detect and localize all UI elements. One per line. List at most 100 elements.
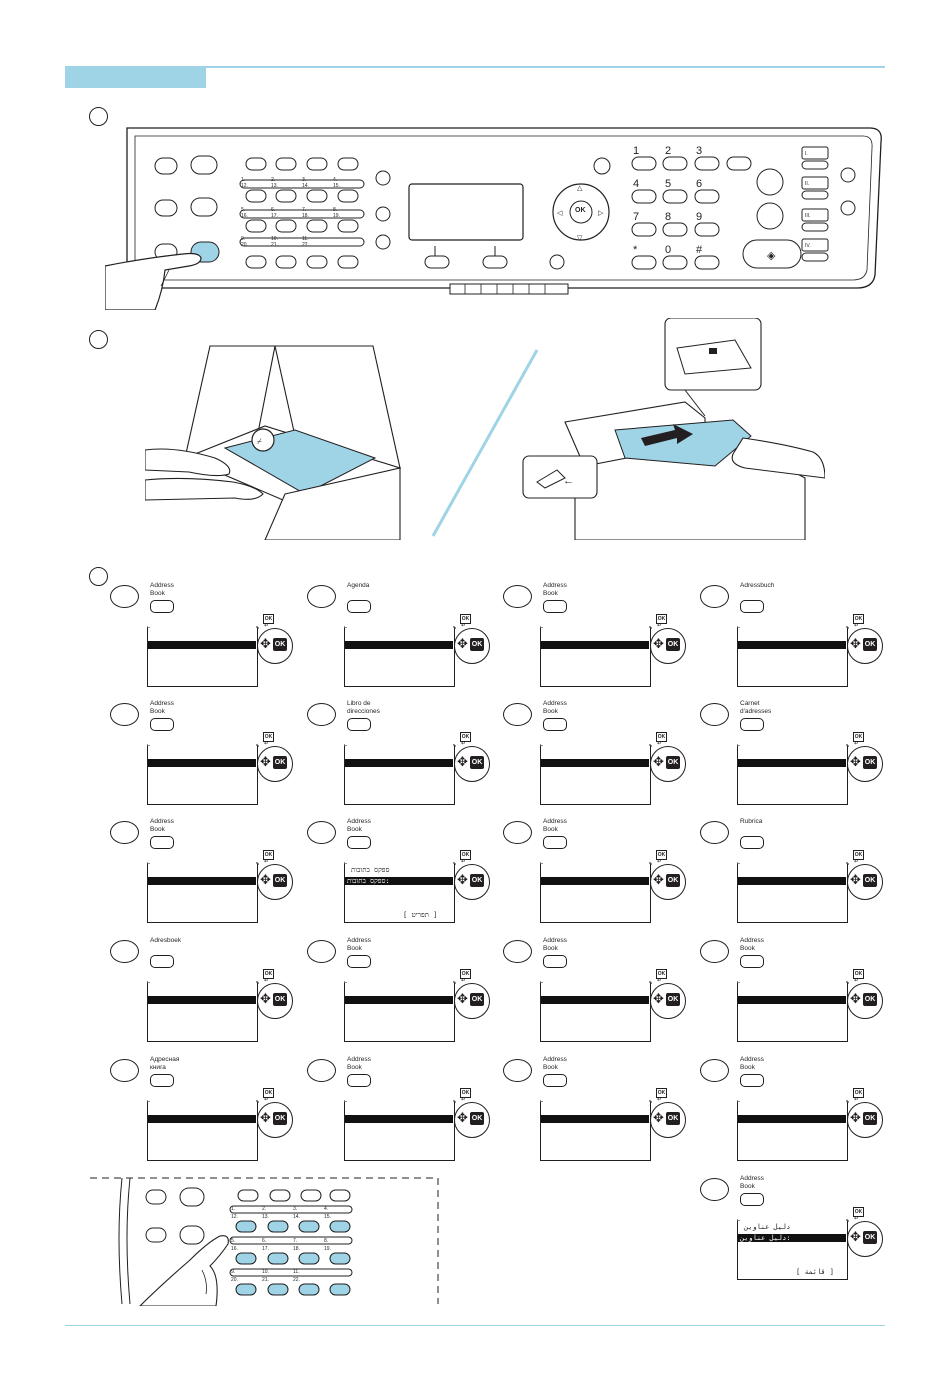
address-book-key[interactable]	[740, 955, 764, 968]
ok-button[interactable]: OK	[863, 1231, 877, 1244]
enter-arrow-icon: ↵	[657, 623, 663, 629]
ok-button[interactable]: OK	[273, 993, 287, 1006]
ok-button[interactable]: OK	[863, 1112, 877, 1125]
ok-button[interactable]: OK	[666, 874, 680, 887]
ok-button[interactable]: OK	[273, 1112, 287, 1125]
address-book-key[interactable]	[543, 600, 567, 613]
lcd-highlight-row	[738, 877, 846, 885]
address-book-key[interactable]	[740, 718, 764, 731]
ok-button[interactable]: OK	[666, 756, 680, 769]
ok-button[interactable]: OK	[863, 638, 877, 651]
svg-text:8.: 8.	[324, 1238, 328, 1244]
address-book-key[interactable]	[543, 955, 567, 968]
address-book-key[interactable]	[740, 836, 764, 849]
direction-arrows-icon: ✥	[457, 754, 468, 769]
direction-arrows-icon: ✥	[850, 636, 861, 651]
language-marker	[503, 1059, 532, 1082]
ok-button[interactable]: OK	[470, 638, 484, 651]
lcd-screen	[737, 1221, 848, 1280]
svg-text:3.: 3.	[293, 1206, 297, 1212]
nav-ring[interactable]	[650, 983, 686, 1019]
header-rule	[65, 66, 885, 68]
svg-text:14.: 14.	[302, 183, 309, 189]
svg-text:1: 1	[633, 145, 639, 157]
language-marker	[700, 703, 729, 726]
lcd-highlight-row	[738, 1234, 846, 1242]
svg-text:#: #	[696, 244, 703, 256]
step-marker-2	[89, 330, 108, 349]
svg-text:△: △	[577, 185, 583, 192]
address-book-key[interactable]	[740, 1193, 764, 1206]
nav-ring[interactable]	[847, 628, 883, 664]
enter-arrow-icon: ↵	[461, 741, 467, 747]
address-book-key[interactable]	[150, 718, 174, 731]
ok-button[interactable]: OK	[470, 1112, 484, 1125]
ok-button[interactable]: OK	[470, 993, 484, 1006]
lcd-screen	[147, 746, 258, 805]
enter-arrow-icon: ↵	[854, 1216, 860, 1222]
address-book-key[interactable]	[150, 1074, 174, 1087]
address-book-key[interactable]	[543, 836, 567, 849]
svg-text:16.: 16.	[241, 213, 248, 219]
ok-button[interactable]: OK	[666, 993, 680, 1006]
lcd-highlight-row	[345, 1115, 453, 1123]
address-book-key[interactable]	[150, 600, 174, 613]
lcd-screen	[737, 983, 848, 1042]
address-book-key[interactable]	[740, 1074, 764, 1087]
ok-button[interactable]: OK	[863, 756, 877, 769]
lcd-highlight-row	[738, 641, 846, 649]
ok-button[interactable]: OK	[273, 638, 287, 651]
ok-button[interactable]: OK	[470, 874, 484, 887]
svg-text:15.: 15.	[333, 183, 340, 189]
address-book-key[interactable]	[347, 1074, 371, 1087]
nav-ring[interactable]	[454, 746, 490, 782]
address-book-key-label: Адресная книга	[150, 1056, 180, 1071]
ok-button[interactable]: OK	[863, 874, 877, 887]
address-book-key-label: Address Book	[150, 818, 174, 833]
address-book-key[interactable]	[347, 600, 371, 613]
lcd-highlight-row	[148, 759, 256, 767]
nav-ring[interactable]	[257, 628, 293, 664]
svg-text:13.: 13.	[271, 183, 278, 189]
lcd-highlight-row	[541, 996, 649, 1004]
enter-arrow-icon: ↵	[657, 859, 663, 865]
direction-arrows-icon: ✥	[653, 636, 664, 651]
ok-button[interactable]: OK	[666, 1112, 680, 1125]
svg-text:2: 2	[665, 145, 671, 157]
svg-text:11.: 11.	[293, 1269, 300, 1275]
lcd-screen	[737, 746, 848, 805]
ok-icon: OK	[460, 969, 471, 979]
address-book-key[interactable]	[740, 600, 764, 613]
enter-arrow-icon: ↵	[657, 978, 663, 984]
nav-ring[interactable]	[257, 1102, 293, 1138]
svg-text:3.: 3.	[302, 177, 306, 183]
ok-button[interactable]: OK	[863, 993, 877, 1006]
ok-button[interactable]: OK	[470, 756, 484, 769]
address-book-key-label: Carnet d'adresses	[740, 700, 772, 715]
ok-button[interactable]: OK	[273, 756, 287, 769]
ok-button[interactable]: OK	[273, 874, 287, 887]
enter-arrow-icon: ↵	[657, 741, 663, 747]
address-book-key[interactable]	[543, 718, 567, 731]
address-book-key-label: Address Book	[740, 1056, 764, 1071]
ok-button[interactable]: OK	[666, 638, 680, 651]
address-book-key-label: Libro de direcciones	[347, 700, 380, 715]
address-book-key[interactable]	[150, 836, 174, 849]
address-book-key[interactable]	[150, 955, 174, 968]
lcd-highlight-row	[148, 641, 256, 649]
svg-text:4: 4	[633, 178, 639, 190]
address-book-key-label: Agenda	[347, 582, 370, 589]
address-book-key[interactable]	[347, 718, 371, 731]
address-book-key[interactable]	[347, 836, 371, 849]
direction-arrows-icon: ✥	[850, 872, 861, 887]
address-book-key[interactable]	[347, 955, 371, 968]
lcd-highlight-row	[738, 1115, 846, 1123]
direction-arrows-icon: ✥	[260, 636, 271, 651]
address-book-key[interactable]	[543, 1074, 567, 1087]
enter-arrow-icon: ↵	[657, 1097, 663, 1103]
lcd-screen	[540, 1102, 651, 1161]
language-marker	[700, 821, 729, 844]
lcd-highlight-row	[541, 641, 649, 649]
